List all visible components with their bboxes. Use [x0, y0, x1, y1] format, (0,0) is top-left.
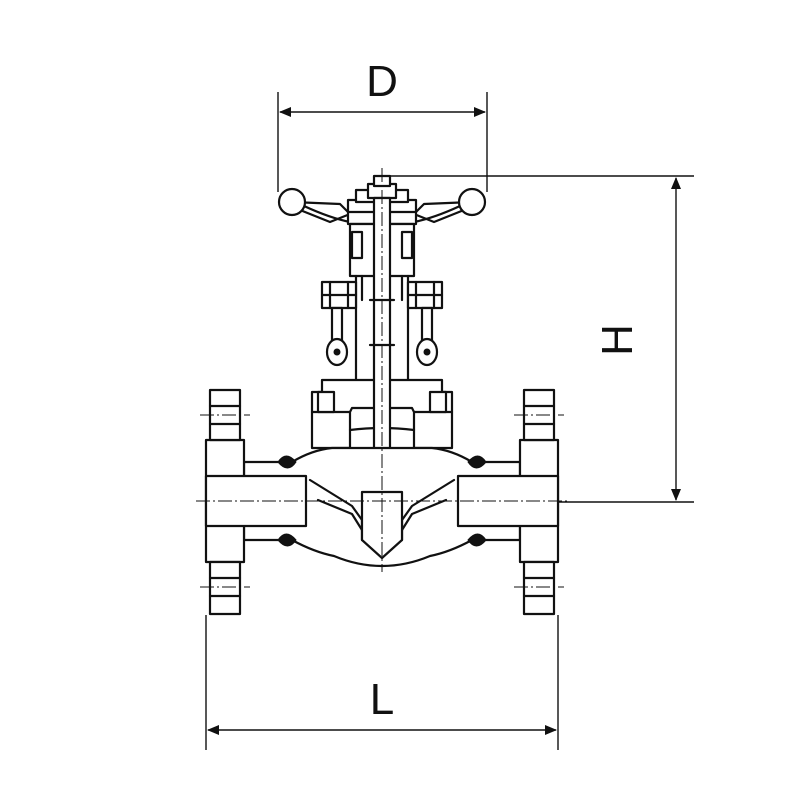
- centerlines: [196, 168, 568, 588]
- flange-right: [456, 388, 560, 616]
- dimension-h: H: [382, 175, 694, 503]
- dimension-d: D: [277, 57, 488, 192]
- dimension-label-l: L: [370, 675, 394, 724]
- gland-bolt-left: [320, 280, 358, 367]
- handwheel-knob-left: [277, 187, 307, 217]
- dimension-label-d: D: [366, 57, 398, 106]
- gland-bolt-right: [406, 280, 444, 367]
- dimension-label-h: H: [593, 324, 642, 356]
- handwheel-knob-right: [457, 187, 487, 217]
- dimension-l: L: [205, 615, 559, 750]
- flange-left: [204, 388, 308, 616]
